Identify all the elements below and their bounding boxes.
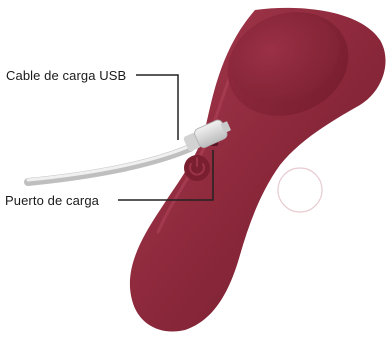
leader-line-usb bbox=[136, 75, 178, 140]
callout-charging-port: Puerto de carga bbox=[5, 194, 99, 207]
callout-usb-cable: Cable de carga USB bbox=[6, 69, 126, 82]
embossed-logo bbox=[278, 168, 322, 212]
